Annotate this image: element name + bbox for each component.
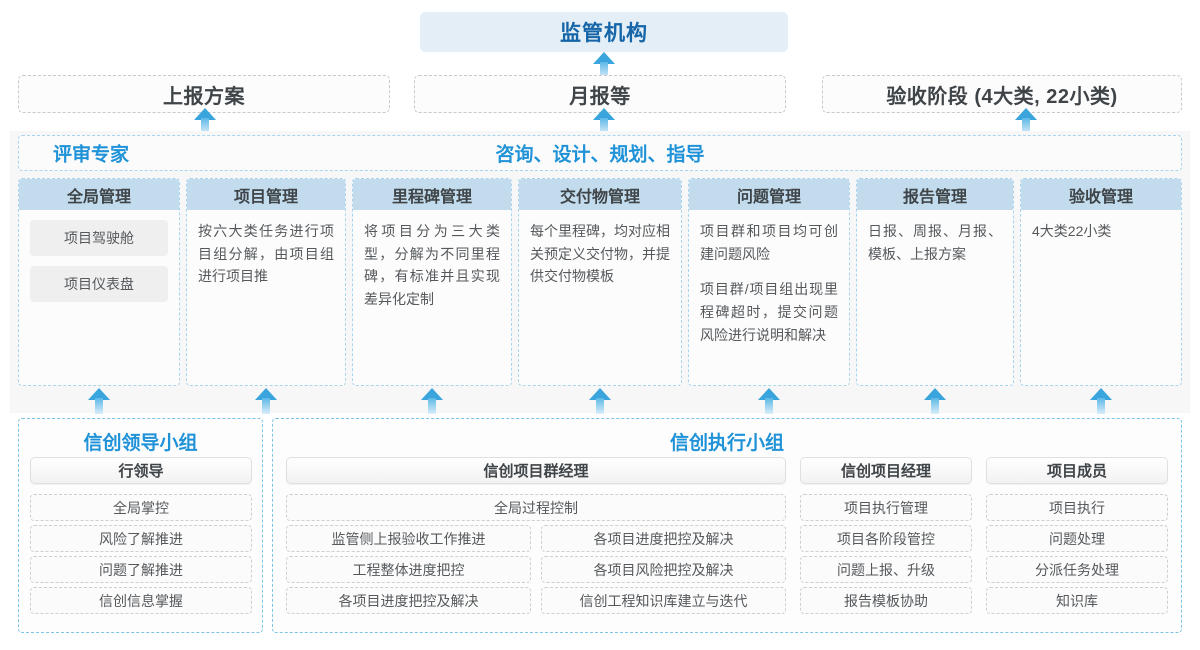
capability-description: 按六大类任务进行项目组分解，由项目组进行项目推 <box>198 223 334 285</box>
expert-band-left-label: 评审专家 <box>53 144 130 166</box>
capability-description: 每个里程碑，均对应相关预定义交付物，并提供交付物模板 <box>530 223 670 285</box>
capability-column-title: 项目管理 <box>187 179 345 210</box>
capability-pill[interactable]: 项目驾驶舱 <box>30 220 168 256</box>
role-task-cell[interactable]: 项目执行 <box>986 494 1168 521</box>
role-header-member[interactable]: 项目成员 <box>986 457 1168 484</box>
capability-column-body: 项目群和项目均可创建问题风险项目群/项目组出现里程碑超时，提交问题风险进行说明和… <box>689 210 849 346</box>
capability-column: 问题管理项目群和项目均可创建问题风险项目群/项目组出现里程碑超时，提交问题风险进… <box>688 178 850 386</box>
capability-column-body: 按六大类任务进行项目组分解，由项目组进行项目推 <box>187 210 345 288</box>
capability-column-body: 每个里程碑，均对应相关预定义交付物，并提供交付物模板 <box>519 210 681 288</box>
arrow-up-to-report-2 <box>1015 108 1037 134</box>
role-task-cell[interactable]: 风险了解推进 <box>30 525 252 552</box>
expert-band-center-label: 咨询、设计、规划、指导 <box>495 144 705 166</box>
role-task-cell[interactable]: 分派任务处理 <box>986 556 1168 583</box>
role-task-cell[interactable]: 各项目进度把控及解决 <box>541 525 786 552</box>
arrow-up-to-column <box>758 388 780 414</box>
role-task-cell[interactable]: 报告模板协助 <box>800 587 972 614</box>
arrow-up-to-report-0 <box>194 108 216 134</box>
role-task-cell[interactable]: 知识库 <box>986 587 1168 614</box>
capability-column-title: 里程碑管理 <box>353 179 511 210</box>
capability-column-body: 日报、周报、月报、模板、上报方案 <box>857 210 1013 265</box>
capability-column: 交付物管理每个里程碑，均对应相关预定义交付物，并提供交付物模板 <box>518 178 682 386</box>
arrow-up-to-column <box>88 388 110 414</box>
report-box-1: 月报等 <box>414 75 786 113</box>
capability-description: 4大类22小类 <box>1032 223 1112 239</box>
arrow-up-to-column <box>1090 388 1112 414</box>
arrow-up-to-column <box>255 388 277 414</box>
report-box-0: 上报方案 <box>18 75 390 113</box>
capability-column: 报告管理日报、周报、月报、模板、上报方案 <box>856 178 1014 386</box>
role-task-cell[interactable]: 各项目进度把控及解决 <box>286 587 531 614</box>
capability-column-body: 将项目分为三大类型，分解为不同里程碑，有标准并且实现差异化定制 <box>353 210 511 311</box>
role-header-leader[interactable]: 行领导 <box>30 457 252 484</box>
capability-description: 项目群/项目组出现里程碑超时，提交问题风险进行说明和解决 <box>700 281 838 343</box>
role-header-project-manager[interactable]: 信创项目经理 <box>800 457 972 484</box>
capability-column: 里程碑管理将项目分为三大类型，分解为不同里程碑，有标准并且实现差异化定制 <box>352 178 512 386</box>
role-task-cell[interactable]: 问题处理 <box>986 525 1168 552</box>
capability-column: 项目管理按六大类任务进行项目组分解，由项目组进行项目推 <box>186 178 346 386</box>
role-task-cell[interactable]: 问题了解推进 <box>30 556 252 583</box>
role-task-cell[interactable]: 全局掌控 <box>30 494 252 521</box>
role-task-cell[interactable]: 项目执行管理 <box>800 494 972 521</box>
capability-pill[interactable]: 项目仪表盘 <box>30 266 168 302</box>
arrow-up-to-report-1 <box>593 108 615 134</box>
capability-column-title: 全局管理 <box>19 179 179 210</box>
capability-column: 全局管理项目驾驶舱项目仪表盘 <box>18 178 180 386</box>
role-task-cell[interactable]: 问题上报、升级 <box>800 556 972 583</box>
arrow-up-to-regulator <box>593 52 615 78</box>
capability-column-title: 问题管理 <box>689 179 849 210</box>
arrow-up-to-column <box>589 388 611 414</box>
regulator-box: 监管机构 <box>420 12 788 52</box>
arrow-up-to-column <box>924 388 946 414</box>
capability-column-title: 验收管理 <box>1021 179 1181 210</box>
report-box-2: 验收阶段 (4大类, 22小类) <box>822 75 1182 113</box>
capability-column-body: 4大类22小类 <box>1021 210 1181 243</box>
execution-group-title: 信创执行小组 <box>669 433 784 454</box>
role-task-cell[interactable]: 信创信息掌握 <box>30 587 252 614</box>
capability-description: 项目群和项目均可创建问题风险 <box>700 223 838 262</box>
role-task-cell[interactable]: 工程整体进度把控 <box>286 556 531 583</box>
capability-description: 日报、周报、月报、模板、上报方案 <box>868 223 1002 262</box>
capability-column-title: 报告管理 <box>857 179 1013 210</box>
role-task-cell[interactable]: 监管侧上报验收工作推进 <box>286 525 531 552</box>
capability-column-body: 项目驾驶舱项目仪表盘 <box>19 210 179 302</box>
role-task-cell[interactable]: 信创工程知识库建立与迭代 <box>541 587 786 614</box>
role-header-program-manager[interactable]: 信创项目群经理 <box>286 457 786 484</box>
role-task-cell[interactable]: 项目各阶段管控 <box>800 525 972 552</box>
leadership-group-title: 信创领导小组 <box>83 433 198 454</box>
capability-column-title: 交付物管理 <box>519 179 681 210</box>
role-task-cell[interactable]: 各项目风险把控及解决 <box>541 556 786 583</box>
role-task-cell[interactable]: 全局过程控制 <box>286 494 786 521</box>
arrow-up-to-column <box>421 388 443 414</box>
capability-column: 验收管理 4大类22小类 <box>1020 178 1182 386</box>
expert-band: 评审专家 咨询、设计、规划、指导 <box>18 135 1182 171</box>
capability-description: 将项目分为三大类型，分解为不同里程碑，有标准并且实现差异化定制 <box>364 223 500 308</box>
